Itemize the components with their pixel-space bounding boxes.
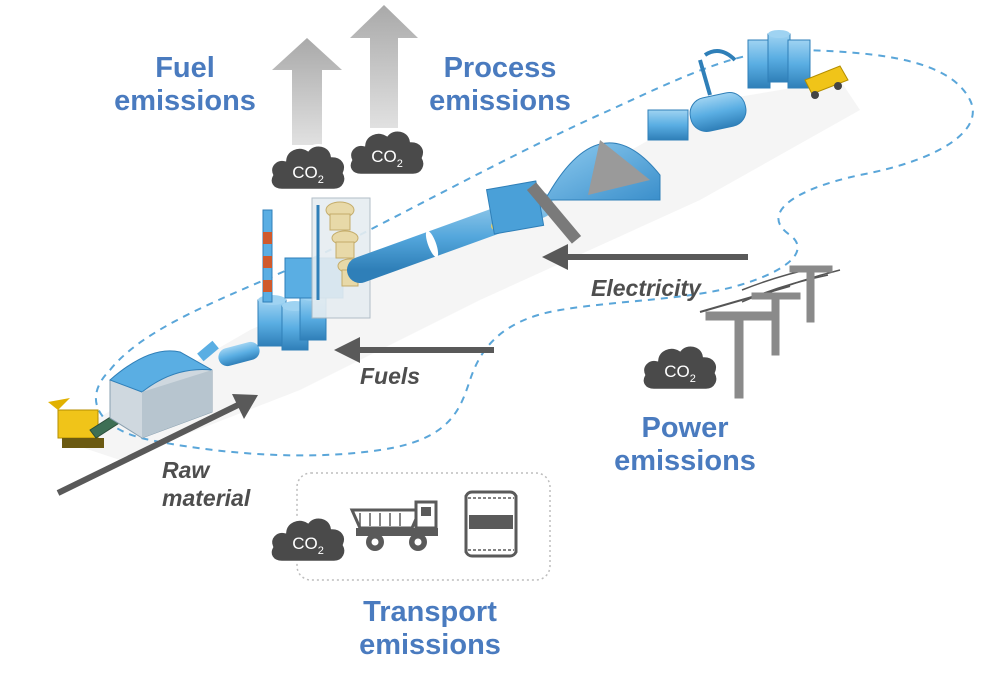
fuel-emissions-label-line2: emissions	[114, 85, 256, 117]
raw-material-label: Raw material	[162, 456, 250, 512]
fuel-emissions-arrow	[272, 38, 342, 145]
power-emissions-label-line1: Power	[641, 412, 729, 444]
cement-bag-icon	[464, 490, 518, 558]
process-emissions-label: Process emissions	[415, 52, 585, 118]
svg-text:CO2: CO2	[292, 534, 324, 557]
cement-plant-equipment	[48, 30, 849, 448]
power-emissions-label: Power emissions	[600, 412, 770, 478]
svg-text:CO2: CO2	[371, 147, 403, 170]
fuel-emissions-label: Fuel emissions	[100, 52, 270, 118]
cement-silos	[747, 30, 811, 89]
fuels-label: Fuels	[360, 363, 421, 389]
svg-text:CO2: CO2	[292, 163, 324, 186]
svg-text:CO2: CO2	[664, 362, 696, 385]
excavator-icon	[48, 398, 104, 448]
process-emissions-label-line1: Process	[443, 52, 557, 84]
cement-mill	[647, 49, 747, 141]
fuel-emissions-label-line1: Fuel	[155, 52, 215, 84]
electricity-label: Electricity	[591, 275, 701, 301]
power-emissions-label-line2: emissions	[614, 445, 756, 477]
raw-material-input-arrow	[56, 394, 258, 496]
raw-material-label-line2: material	[162, 485, 251, 511]
chimney-stack	[262, 209, 273, 303]
delivery-truck-icon	[804, 65, 849, 99]
transport-box	[296, 472, 551, 581]
dump-truck-icon	[349, 500, 438, 551]
raw-meal-silos	[257, 291, 327, 351]
transport-emissions-label-line1: Transport	[363, 596, 497, 628]
process-emissions-label-line2: emissions	[429, 85, 571, 117]
transport-emissions-label: Transport emissions	[330, 596, 530, 662]
co2-cloud-icon: CO2	[269, 143, 347, 192]
co2-cloud-icon: CO2	[348, 128, 426, 177]
co2-cloud-icon: CO2	[269, 515, 347, 564]
transport-emissions-label-line2: emissions	[359, 629, 501, 661]
raw-mill	[197, 340, 260, 367]
clinker-storage-dome	[526, 140, 661, 244]
plant-boundary-dashed-line	[94, 48, 974, 457]
raw-material-label-line1: Raw	[162, 457, 210, 483]
power-pylon-icon	[699, 265, 841, 399]
process-emissions-arrow	[350, 5, 418, 128]
co2-cloud-icon: CO2	[641, 343, 719, 392]
raw-storage-hall	[109, 350, 213, 439]
electricity-input-arrow	[542, 244, 748, 270]
fuels-input-arrow	[334, 337, 494, 363]
